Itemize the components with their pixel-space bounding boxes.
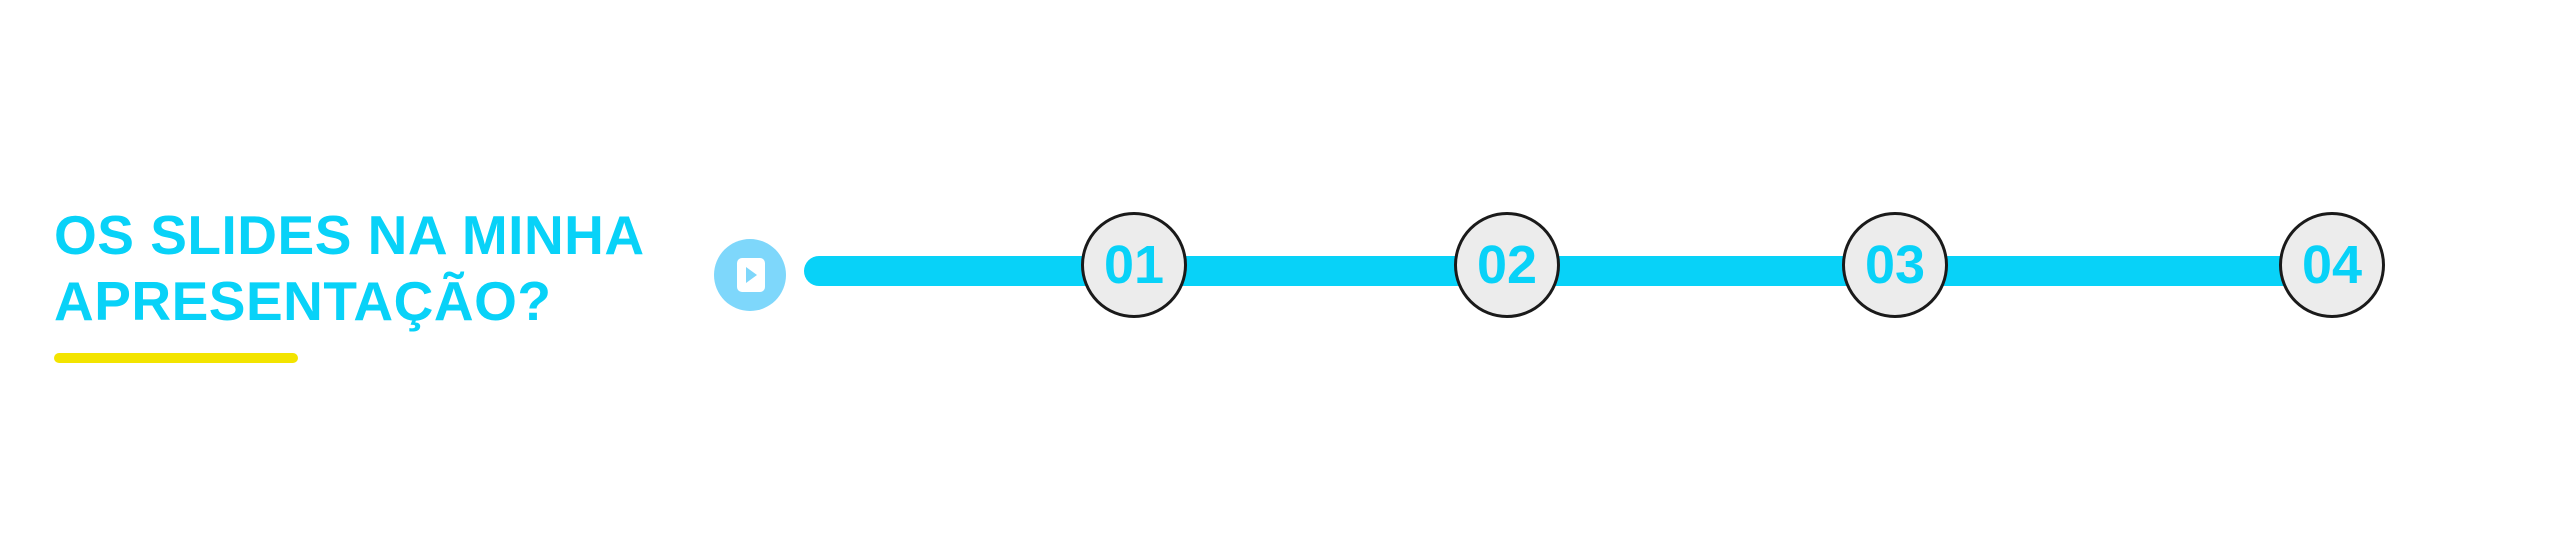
title-underline	[54, 353, 298, 363]
timeline-step-number: 02	[1476, 235, 1538, 295]
timeline-step-02[interactable]: 02	[1454, 212, 1560, 318]
timeline-step-04[interactable]: 04	[2279, 212, 2385, 318]
play-icon	[737, 258, 765, 292]
timeline-track	[804, 256, 2336, 286]
play-button[interactable]	[714, 239, 786, 311]
page-title-line-2: APRESENTAÇÃO?	[54, 270, 552, 332]
timeline-step-number: 04	[2301, 235, 2363, 295]
page-title-line-1: OS SLIDES NA MINHA	[54, 204, 645, 266]
page-title: OS SLIDES NA MINHA APRESENTAÇÃO?	[54, 202, 694, 334]
timeline-step-number: 03	[1864, 235, 1926, 295]
timeline-step-01[interactable]: 01	[1081, 212, 1187, 318]
timeline-step-number: 01	[1103, 235, 1165, 295]
timeline-step-03[interactable]: 03	[1842, 212, 1948, 318]
